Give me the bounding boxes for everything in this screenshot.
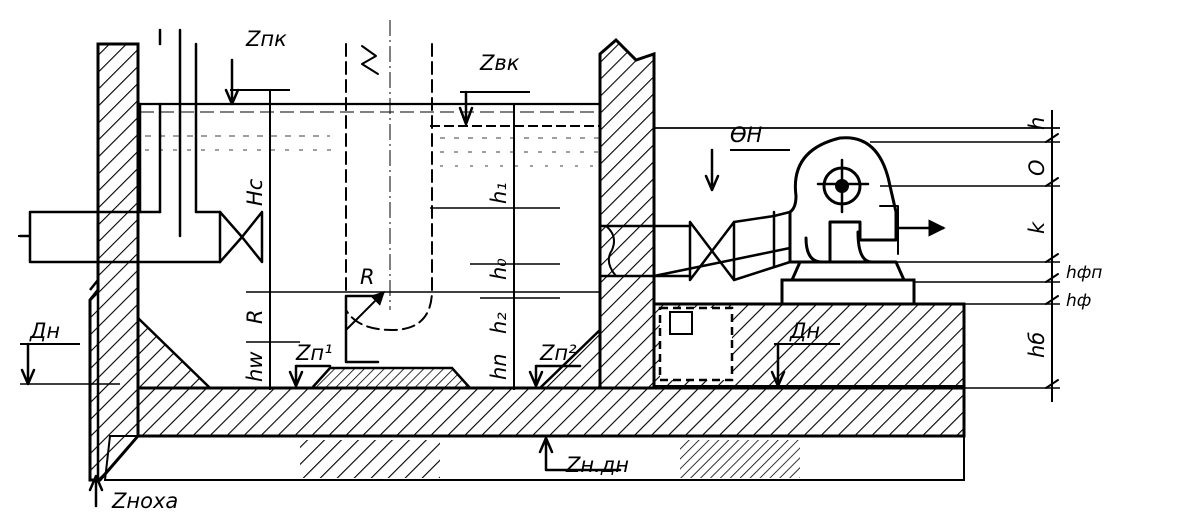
- label-d-n-right: Дн: [789, 319, 820, 343]
- level-marker-zp1: [288, 364, 332, 388]
- label-z-ndn: Zн.дн: [565, 453, 629, 477]
- level-marker-dn-left: [20, 342, 36, 386]
- level-marker-vn: [704, 148, 720, 192]
- left-valve: [218, 210, 264, 264]
- foundation-band: [103, 435, 965, 481]
- label-h-2: h₂: [487, 312, 511, 334]
- label-h-top: h: [1025, 117, 1049, 130]
- pump: [780, 136, 946, 306]
- label-k: k: [1025, 221, 1049, 234]
- label-d-n-left: Дн: [29, 319, 60, 343]
- label-z-p2: Zп²: [539, 341, 577, 365]
- level-marker-zvk: [458, 90, 474, 126]
- level-marker-dn-right: [770, 342, 786, 388]
- foundation-hatch-patch-2: [680, 440, 800, 478]
- left-fillet: [136, 315, 214, 390]
- right-fillet: [536, 327, 602, 390]
- labels: Zпк Zвк Zп¹ Zп² Zн.дн Zноха Дн Дн ƟН Hc …: [29, 27, 1102, 513]
- label-h-c: Hc: [243, 178, 267, 206]
- label-h-w: hw: [243, 351, 267, 382]
- label-h-0: h₀: [487, 258, 511, 280]
- label-z-vk: Zвк: [479, 51, 520, 75]
- pump-valve: [688, 220, 736, 282]
- pump-base: [790, 260, 906, 282]
- label-z-p1: Zп¹: [295, 341, 333, 365]
- label-o: O: [1025, 159, 1049, 176]
- label-h-f: hф: [1066, 291, 1091, 311]
- bottom-slab: [136, 386, 966, 438]
- label-h-n: hn: [487, 353, 511, 380]
- water: [138, 102, 600, 167]
- drain-pit-inner: [669, 311, 693, 335]
- level-markers: [20, 58, 786, 508]
- label-v-n: ƟН: [730, 123, 763, 147]
- level-marker-zpk: [224, 58, 240, 106]
- label-r-left: R: [243, 309, 267, 324]
- middle-wall: [598, 37, 656, 390]
- central-pad: [309, 366, 473, 390]
- label-h-b: hб: [1025, 332, 1049, 358]
- foundation-hatch-patch: [300, 440, 440, 478]
- structure: [88, 37, 966, 482]
- label-h-fp: hфп: [1066, 263, 1102, 283]
- pipes: [18, 20, 792, 364]
- label-z-pk: Zпк: [245, 27, 287, 51]
- left-wall-foot: [89, 276, 100, 480]
- label-r-bend: R: [360, 265, 375, 289]
- label-h-1: h₁: [487, 182, 511, 204]
- label-z-nokha: Zноха: [111, 489, 178, 513]
- level-marker-znokha: [88, 474, 104, 508]
- level-marker-zndn: [538, 436, 622, 472]
- level-marker-zp2: [528, 364, 582, 388]
- dimensions: [20, 89, 1060, 402]
